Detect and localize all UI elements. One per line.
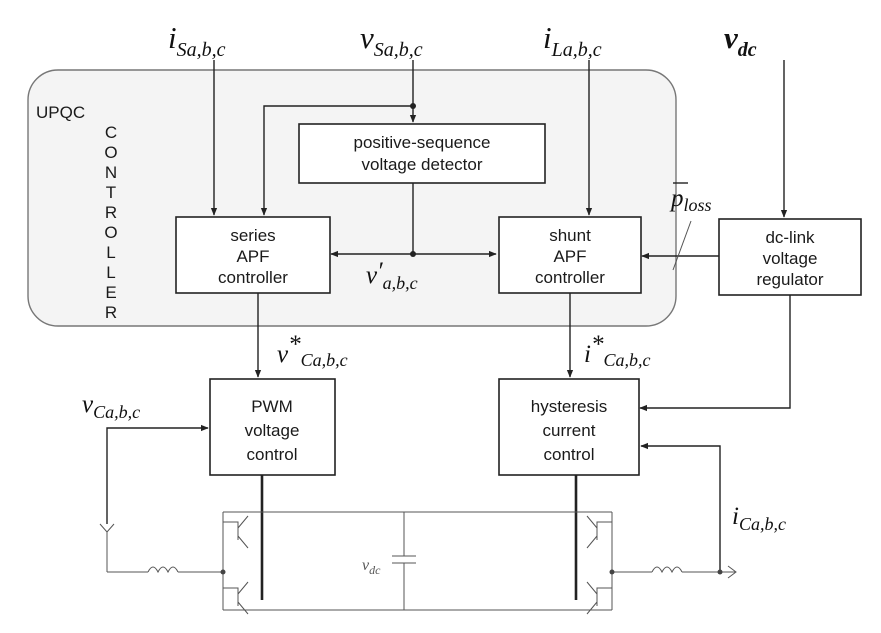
psd-line-2: voltage detector (362, 155, 483, 174)
svg-text:T: T (106, 183, 116, 202)
shunt-apf-controller-block (498, 216, 642, 294)
hyst-line-3: control (543, 445, 594, 464)
input-label-i-s: iSa,b,c (168, 20, 226, 61)
series-line-1: series (230, 226, 275, 245)
wire-i-c-feedback (640, 442, 721, 572)
upqc-label: UPQC (36, 103, 85, 122)
p-loss-slash (672, 220, 692, 271)
power-stage (99, 511, 737, 615)
dclink-line-2: voltage (763, 249, 818, 268)
series-line-3: controller (218, 268, 288, 287)
svg-text:O: O (104, 223, 117, 242)
dclink-line-3: regulator (756, 270, 823, 289)
pwm-voltage-control-block (209, 378, 336, 476)
label-v-prime: v′a,b,c (366, 258, 418, 293)
pwm-line-3: control (246, 445, 297, 464)
input-label-v-dc: vdc (724, 20, 757, 61)
svg-text:R: R (105, 203, 117, 222)
shunt-line-3: controller (535, 268, 605, 287)
psd-line-1: positive-sequence (353, 133, 490, 152)
wire-v-s-to-series (260, 105, 413, 216)
hysteresis-current-control-block (498, 378, 640, 476)
series-line-2: APF (236, 247, 269, 266)
wire-dclink-to-hyst (639, 295, 791, 412)
label-p-loss: ploss (669, 185, 712, 215)
svg-text:E: E (105, 283, 116, 302)
dc-link-voltage-regulator-block (718, 218, 862, 296)
hyst-line-1: hysteresis (531, 397, 608, 416)
wire-v-c-feedback (106, 424, 209, 524)
junction-v-prime (410, 251, 416, 257)
shunt-line-2: APF (553, 247, 586, 266)
input-label-v-s: vSa,b,c (360, 20, 423, 61)
label-v-c: vCa,b,c (82, 391, 140, 422)
label-i-c: iCa,b,c (732, 503, 786, 534)
positive-sequence-voltage-detector-block (298, 123, 546, 184)
svg-text:C: C (105, 123, 117, 142)
label-v-ref: v*Ca,b,c (277, 331, 348, 370)
hyst-line-2: current (543, 421, 596, 440)
svg-text:L: L (106, 243, 115, 262)
pwm-line-2: voltage (245, 421, 300, 440)
svg-text:R: R (105, 303, 117, 322)
label-v-dc-cap: vdc (362, 557, 381, 577)
series-apf-controller-block (175, 216, 331, 294)
junction-v-s (410, 103, 416, 109)
label-i-ref: i*Ca,b,c (584, 331, 650, 370)
input-label-i-l: iLa,b,c (543, 20, 602, 61)
svg-text:N: N (105, 163, 117, 182)
svg-text:O: O (104, 143, 117, 162)
dclink-line-1: dc-link (765, 228, 815, 247)
controller-vertical-label: C O N T R O L L E R (104, 123, 117, 322)
pwm-line-1: PWM (251, 397, 293, 416)
svg-text:L: L (106, 263, 115, 282)
shunt-line-1: shunt (549, 226, 591, 245)
